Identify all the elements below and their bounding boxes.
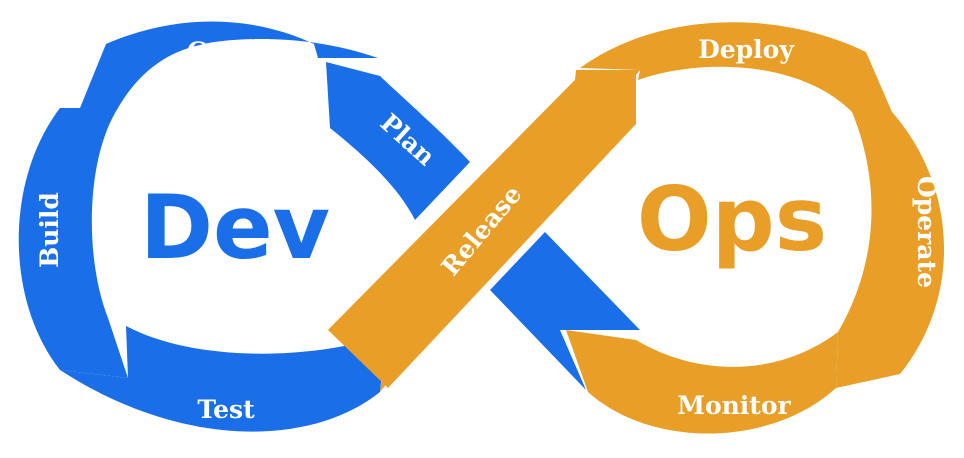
operate-segment bbox=[836, 112, 945, 388]
monitor-segment bbox=[566, 330, 838, 434]
code-segment bbox=[80, 21, 378, 108]
stage-label-monitor: Monitor bbox=[677, 391, 791, 420]
stage-label-operate: Operate bbox=[912, 176, 941, 288]
plan-segment bbox=[326, 62, 470, 220]
stage-label-build: Build bbox=[35, 192, 64, 268]
deploy-segment bbox=[580, 22, 892, 112]
dev-loop bbox=[18, 21, 640, 432]
stage-label-code: Code bbox=[187, 37, 257, 66]
dev-crossing-band bbox=[490, 232, 640, 390]
release-band-body bbox=[328, 70, 636, 388]
ops-loop bbox=[328, 22, 945, 434]
stage-label-test: Test bbox=[197, 395, 255, 424]
ops-word: Ops bbox=[637, 168, 827, 271]
build-segment bbox=[18, 108, 128, 378]
dev-word: Dev bbox=[140, 176, 330, 279]
test-segment bbox=[60, 326, 386, 432]
stage-label-deploy: Deploy bbox=[698, 35, 795, 64]
